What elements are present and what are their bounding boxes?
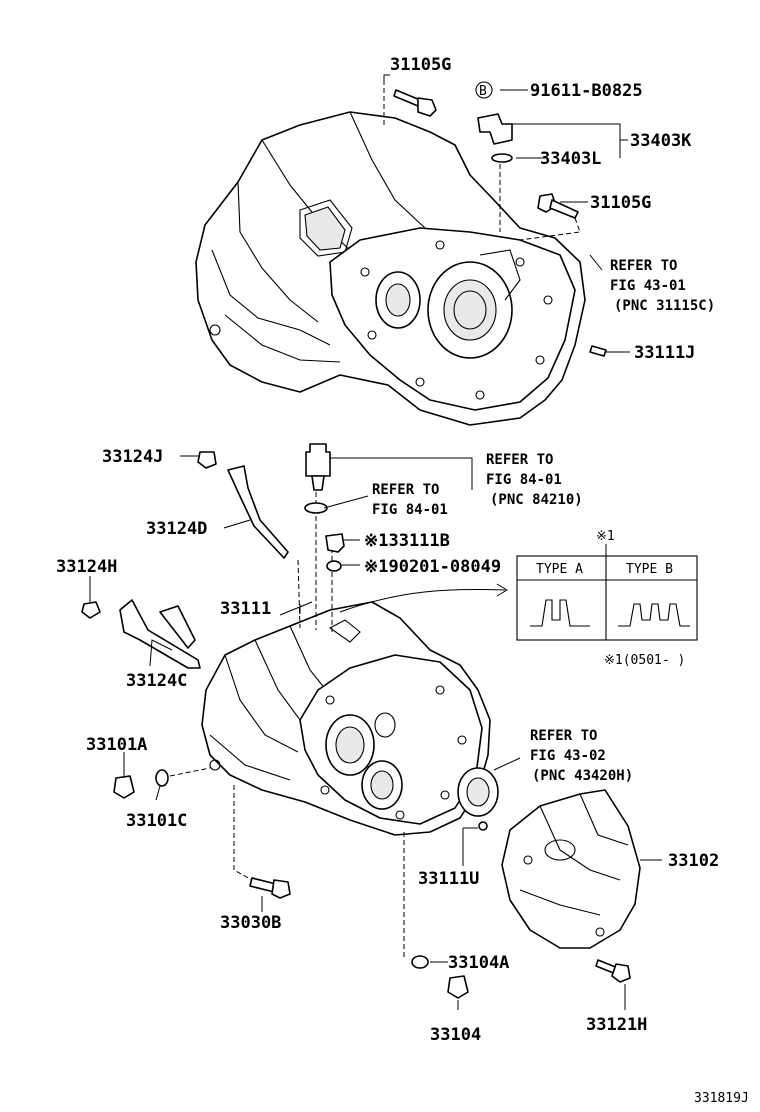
label-31105g-top: 31105G	[390, 55, 451, 75]
ref-fig-43-01: REFER TO FIG 43-01 (PNC 31115C)	[610, 258, 715, 314]
svg-text:REFER TO: REFER TO	[610, 258, 677, 274]
transaxle-cover-33102-icon	[501, 789, 641, 949]
label-33111j: 33111J	[634, 343, 695, 363]
svg-text:FIG 43-01: FIG 43-01	[610, 278, 686, 294]
label-33124j: 33124J	[102, 447, 163, 467]
bolt-33121h-head-icon	[611, 963, 631, 983]
plug-33101a-icon	[113, 775, 135, 799]
type-b-profile-icon	[618, 603, 690, 627]
svg-text:FIG 43-02: FIG 43-02	[530, 748, 606, 764]
bolt-33030b-icon	[249, 877, 291, 899]
label-33111: 33111	[220, 599, 271, 619]
svg-text:REFER TO: REFER TO	[530, 728, 597, 744]
type-a-profile-icon	[530, 599, 590, 627]
label-190201-08049: ※190201-08049	[364, 557, 501, 577]
ring-33101c-icon	[155, 769, 169, 787]
ref-fig-43-02: REFER TO FIG 43-02 (PNC 43420H)	[530, 728, 633, 784]
ref-fig-84-01-pnc: REFER TO FIG 84-01 (PNC 84210)	[486, 452, 583, 508]
type-b-label: TYPE B	[626, 562, 673, 577]
bolt-31105g-top-icon	[393, 89, 437, 117]
pin-33111j-icon	[589, 345, 607, 357]
type-a-label: TYPE A	[536, 562, 583, 577]
sleeve-33403k-icon	[477, 113, 513, 163]
label-33104: 33104	[430, 1025, 481, 1045]
type-box-mark: ※1	[596, 529, 615, 544]
label-33030b: 33030B	[220, 913, 281, 933]
gasket-icon	[304, 502, 328, 514]
label-33121h: 33121H	[586, 1015, 647, 1035]
label-33101c: 33101C	[126, 811, 187, 831]
label-33101a: 33101A	[86, 735, 147, 755]
transaxle-case-illustration	[201, 601, 499, 836]
figure-id: 331819J	[694, 1091, 749, 1106]
label-33403l: 33403L	[540, 149, 601, 169]
label-33124c: 33124C	[126, 671, 187, 691]
label-badge-b: B	[479, 84, 487, 99]
svg-text:REFER TO: REFER TO	[372, 482, 439, 498]
backup-light-switch-icon	[305, 443, 331, 491]
label-33124d: 33124D	[146, 519, 207, 539]
type-box-note: ※1(0501- )	[604, 653, 685, 668]
plug-33104-icon	[447, 975, 469, 999]
bolt-31105g-mid-icon	[537, 193, 579, 219]
label-33124h: 33124H	[56, 557, 117, 577]
label-31105g-mid: 31105G	[590, 193, 651, 213]
svg-text:(PNC 31115C): (PNC 31115C)	[614, 298, 715, 314]
plug-33111b-icon	[325, 533, 345, 553]
bolt-33124j-icon	[197, 451, 217, 469]
gasket-190201-icon	[326, 560, 342, 572]
svg-text:(PNC 84210): (PNC 84210)	[490, 492, 583, 508]
label-33111b: ※133111B	[364, 531, 450, 551]
badge-b-icon	[475, 81, 493, 99]
bolt-33124h-icon	[81, 601, 101, 619]
label-33104a: 33104A	[448, 953, 509, 973]
ring-33104a-icon	[411, 955, 429, 969]
transaxle-housing-illustration	[195, 111, 586, 426]
lever-33124c-icon	[119, 599, 201, 669]
label-33111u: 33111U	[418, 869, 479, 889]
label-33403k: 33403K	[630, 131, 692, 151]
svg-text:(PNC 43420H): (PNC 43420H)	[532, 768, 633, 784]
svg-text:REFER TO: REFER TO	[486, 452, 553, 468]
svg-text:FIG 84-01: FIG 84-01	[486, 472, 562, 488]
type-variant-box: ※1 TYPE A TYPE B ※1(0501- )	[516, 529, 698, 668]
svg-text:FIG 84-01: FIG 84-01	[372, 502, 448, 518]
bracket-33124d-icon	[227, 465, 289, 559]
ref-fig-84-01: REFER TO FIG 84-01	[372, 482, 448, 518]
pin-33111u-icon	[478, 821, 488, 831]
label-33102: 33102	[668, 851, 719, 871]
label-91611-b0825: 91611-B0825	[530, 81, 643, 101]
